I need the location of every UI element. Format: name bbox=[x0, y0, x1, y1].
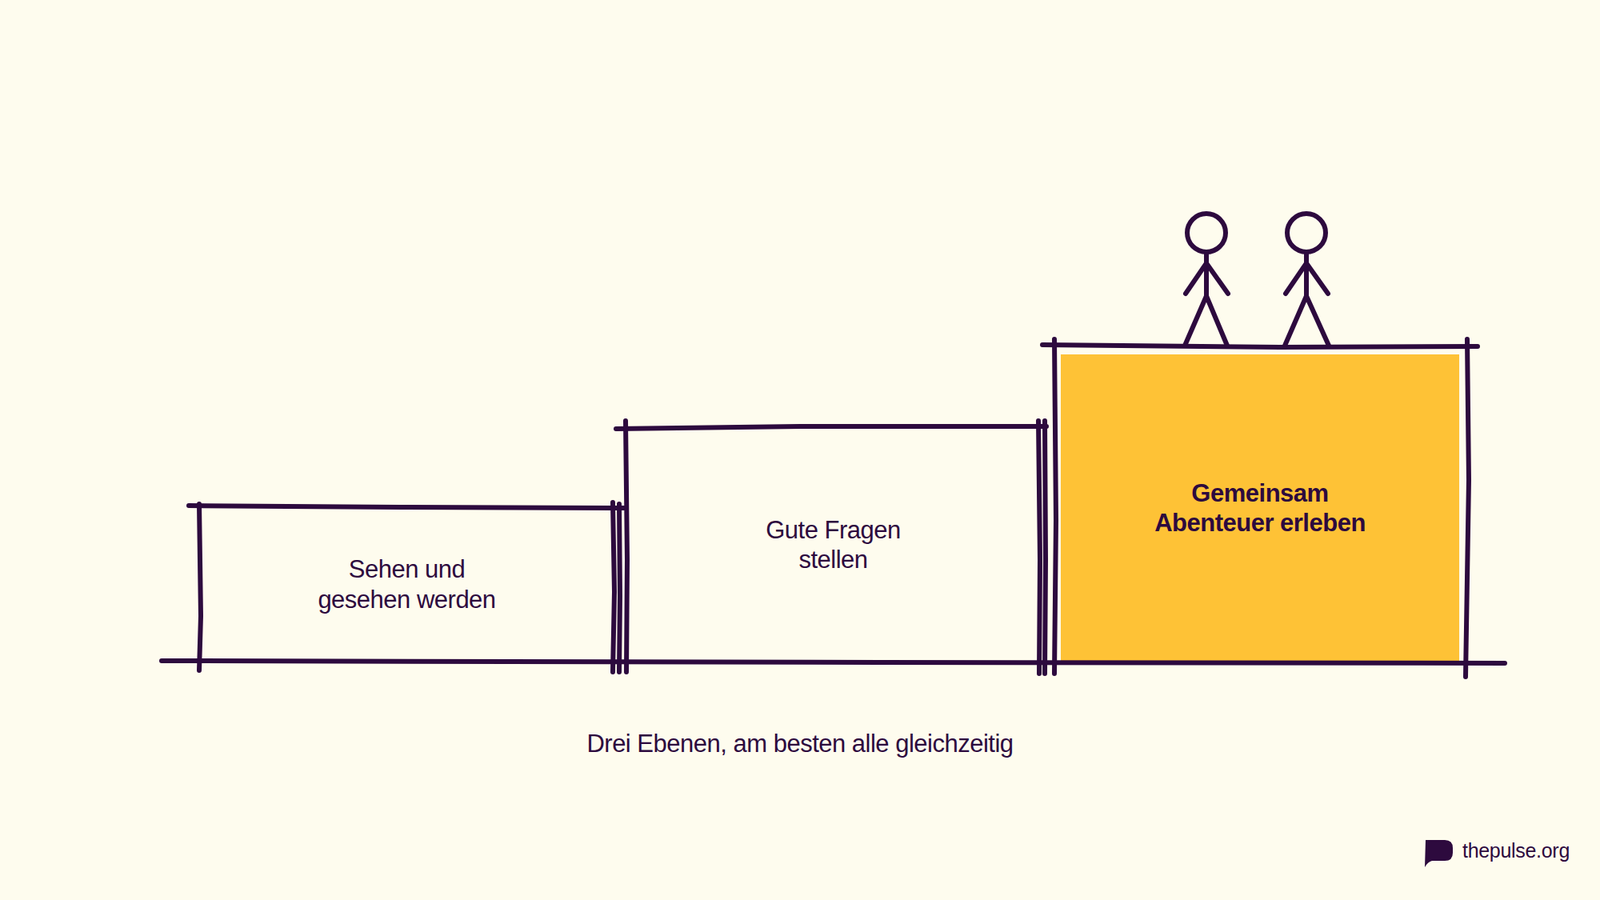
step-side bbox=[199, 504, 201, 671]
logo-text: thepulse.org bbox=[1462, 839, 1570, 863]
step-side bbox=[619, 504, 620, 672]
step-side bbox=[1465, 339, 1469, 677]
step-box: Gemeinsam Abenteuer erleben bbox=[1060, 354, 1460, 662]
ground-line bbox=[161, 660, 1505, 664]
step-label: Gute Fragen stellen bbox=[751, 515, 916, 575]
step-box: Sehen und gesehen werden bbox=[201, 508, 612, 660]
step-fill bbox=[1060, 354, 1460, 662]
caption: Drei Ebenen, am besten alle gleichzeitig bbox=[0, 729, 1600, 759]
step-side bbox=[1054, 339, 1056, 674]
step-label: Sehen und gesehen werden bbox=[314, 554, 500, 614]
step-side bbox=[625, 420, 628, 672]
stick-figure bbox=[1284, 213, 1329, 346]
logo-icon bbox=[1424, 840, 1453, 868]
step-label: Gemeinsam Abenteuer erleben bbox=[1132, 478, 1388, 538]
step-top bbox=[616, 426, 1047, 429]
step-top bbox=[1042, 344, 1478, 348]
stick-figure bbox=[1184, 213, 1228, 346]
step-top bbox=[188, 505, 624, 508]
step-side bbox=[1044, 420, 1046, 674]
step-side bbox=[1038, 420, 1040, 674]
step-box: Gute Fragen stellen bbox=[628, 428, 1038, 661]
step-side bbox=[612, 502, 615, 672]
